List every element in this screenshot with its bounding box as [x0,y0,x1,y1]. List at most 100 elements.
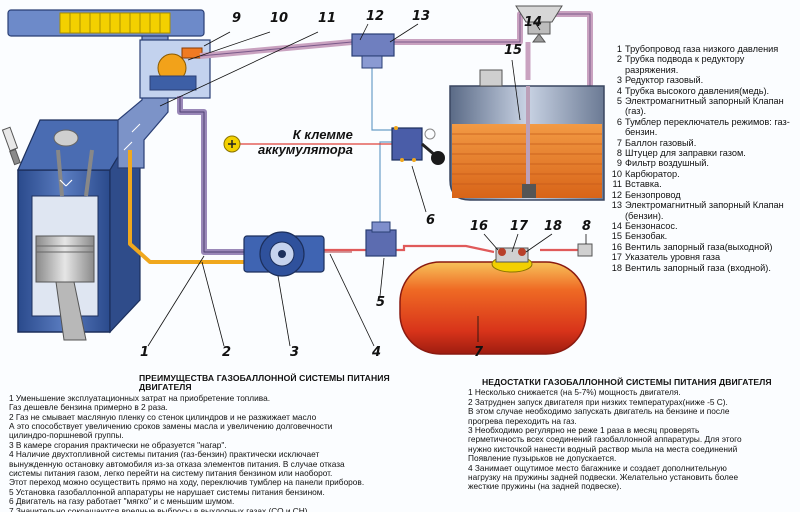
toggle-switch [391,126,445,165]
list-item: 6 Двигатель на газу работает "мягко" и с… [9,496,235,507]
disadvantages-title: НЕДОСТАТКИ ГАЗОБАЛЛОННОЙ СИСТЕМЫ ПИТАНИЯ… [482,377,772,387]
legend-number: 16 [611,241,622,252]
legend-number: 2 [616,54,622,65]
piston [35,235,95,283]
legend-number: 14 [611,220,622,231]
list-item: 1 Несколько снижается (на 5-7%) мощность… [468,387,681,398]
legend-text: Штуцер для заправки газом. [625,148,746,159]
callout-15: 15 [504,43,523,58]
callout-4: 4 [372,345,382,360]
legend-number: 15 [611,231,622,242]
legend-text: Бензобак. [625,231,668,242]
callout-7: 7 [474,345,484,360]
petrol-tank [449,69,605,201]
legend-number: 11 [612,179,622,190]
disadvantages-list: 1 Несколько снижается (на 5-7%) мощность… [468,387,798,492]
legend-text: Тумблер переключатель режимов: газ-бензи… [625,116,790,138]
legend-text: Баллон газовый. [625,137,697,148]
spark-plug [1,126,21,166]
legend-text: Вставка. [625,179,662,190]
callout-17: 17 [510,219,529,234]
callout-13: 13 [412,9,431,24]
list-item: 1 Уменьшение эксплуатационных затрат на … [9,392,271,413]
legend-text: Указатель уровня газа [625,252,721,263]
gas-low-pressure-line [177,96,244,255]
copper-line [318,244,495,254]
callout-10: 10 [270,11,289,26]
legend-number: 8 [616,148,622,159]
callout-11: 11 [318,11,337,26]
callout-14: 14 [524,15,543,30]
gas-reducer [243,231,325,277]
legend-text: Трубка высокого давления(медь). [625,85,770,96]
legend-number: 18 [611,262,622,273]
list-item: 3 Необходимо регулярно не реже 1 раза в … [468,425,742,464]
legend-text: Карбюратор. [625,168,680,179]
legend-number: 1 [616,44,622,54]
callout-6: 6 [426,213,436,228]
legend-number: 3 [616,75,622,86]
legend-number: 10 [611,168,622,179]
callout-9: 9 [232,11,242,26]
callout-12: 12 [366,9,385,24]
advantages-title: ПРЕИМУЩЕСТВА ГАЗОБАЛЛОННОЙ СИСТЕМЫ ПИТАН… [139,373,390,393]
legend-text: Фильтр воздушный. [625,158,709,169]
legend-number: 9 [616,158,622,169]
legend-text: Редуктор газовый. [625,75,704,86]
advantages-list: 1 Уменьшение эксплуатационных затрат на … [9,392,399,512]
legend-text: Бензонасос. [625,220,678,231]
engine [1,117,142,341]
list-item: 4 Наличие двухтопливной системы питания … [9,449,365,488]
battery-terminal-icon [223,135,241,153]
legend-text: Вентиль запорный газа(выходной) [625,241,773,252]
list-item: 5 Установка газобаллонной аппаратуры не … [9,486,325,497]
legend-number: 5 [616,96,622,107]
legend-number: 7 [616,137,622,148]
list-item: 3 В камере сгорания практически не образ… [9,439,227,450]
legend-number: 12 [611,189,622,200]
battery-label: К клемме аккумулятора [258,127,353,157]
carburetor [139,39,211,99]
callout-8: 8 [582,219,592,234]
legend-text: Трубопровод газа низкого давления [625,44,779,54]
leader-lines [147,23,587,347]
legend-text: Электромагнитный запорный Клапан (бензин… [625,200,784,221]
gas-solenoid-valve [365,221,397,257]
legend-number: 13 [611,200,622,211]
callout-18: 18 [544,219,563,234]
gas-cylinder [399,247,587,355]
legend-number: 6 [616,116,622,127]
legend-number: 4 [616,85,622,96]
legend-text: Трубка подвода к редуктору разряжения. [625,54,745,75]
callout-16: 16 [470,219,489,234]
petrol-solenoid-valve [351,33,395,69]
vacuum-tube [128,150,248,264]
list-item: 2 Газ не смывает масляную пленку со стен… [9,411,333,441]
legend-number: 17 [611,252,622,263]
callout-5: 5 [376,295,386,310]
filler-nipple [577,243,593,257]
disadvantages-panel: НЕДОСТАТКИ ГАЗОБАЛЛОННОЙ СИСТЕМЫ ПИТАНИЯ… [468,377,798,492]
air-filter [7,9,205,37]
list-item: 4 Занимает ощутимое место багажнике и со… [468,462,739,492]
